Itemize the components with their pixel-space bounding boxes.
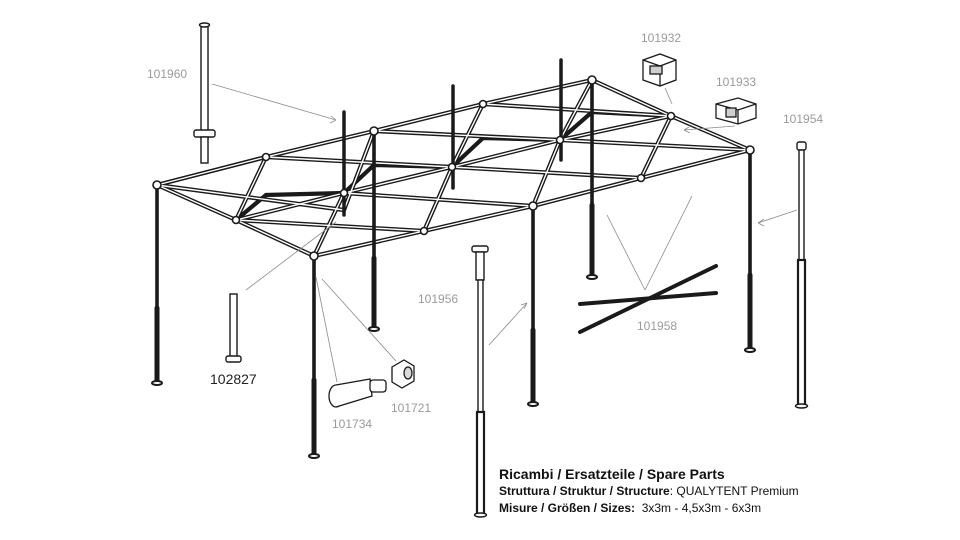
caption-sizes-value: 3x3m - 4,5x3m - 6x3m	[635, 501, 762, 515]
part-101956-leg	[471, 245, 489, 518]
feet	[151, 274, 756, 459]
part-101721-cap	[391, 359, 415, 389]
spare-parts-caption: Ricambi / Ersatzteile / Spare Parts Stru…	[499, 466, 799, 517]
joints	[152, 75, 755, 261]
caption-sizes-label: Misure / Größen / Sizes:	[499, 501, 636, 515]
label-101956: 101956	[418, 292, 458, 306]
label-102827: 102827	[210, 371, 257, 387]
part-101960-pole	[193, 22, 216, 164]
label-101721: 101721	[391, 401, 431, 415]
label-101734: 101734	[332, 417, 372, 431]
caption-title: Ricambi / Ersatzteile / Spare Parts	[499, 466, 725, 482]
leg-lower-sections	[154, 202, 753, 458]
label-101932: 101932	[641, 31, 681, 45]
caption-sizes-line: Misure / Größen / Sizes: 3x3m - 4,5x3m -…	[499, 500, 799, 517]
leader-lines	[211, 83, 798, 383]
label-101958: 101958	[637, 319, 677, 333]
caption-structure-line: Struttura / Struktur / Structure: QUALYT…	[499, 483, 799, 500]
part-101954-leg	[794, 141, 809, 409]
part-102827-peg	[225, 293, 242, 363]
part-101933-bracket	[715, 97, 757, 125]
label-101954: 101954	[783, 112, 823, 126]
part-labels: 101960 101932 101933 101954 101956 10195…	[147, 31, 823, 431]
label-101960: 101960	[147, 67, 187, 81]
tent-frame	[151, 58, 756, 459]
caption-structure-value: : QUALYTENT Premium	[669, 484, 799, 498]
part-101932-bracket	[642, 53, 677, 87]
label-101933: 101933	[716, 75, 756, 89]
part-101958-rafters	[578, 264, 718, 334]
caption-structure-label: Struttura / Struktur / Structure	[499, 484, 670, 498]
part-101734-bolt	[328, 378, 387, 408]
